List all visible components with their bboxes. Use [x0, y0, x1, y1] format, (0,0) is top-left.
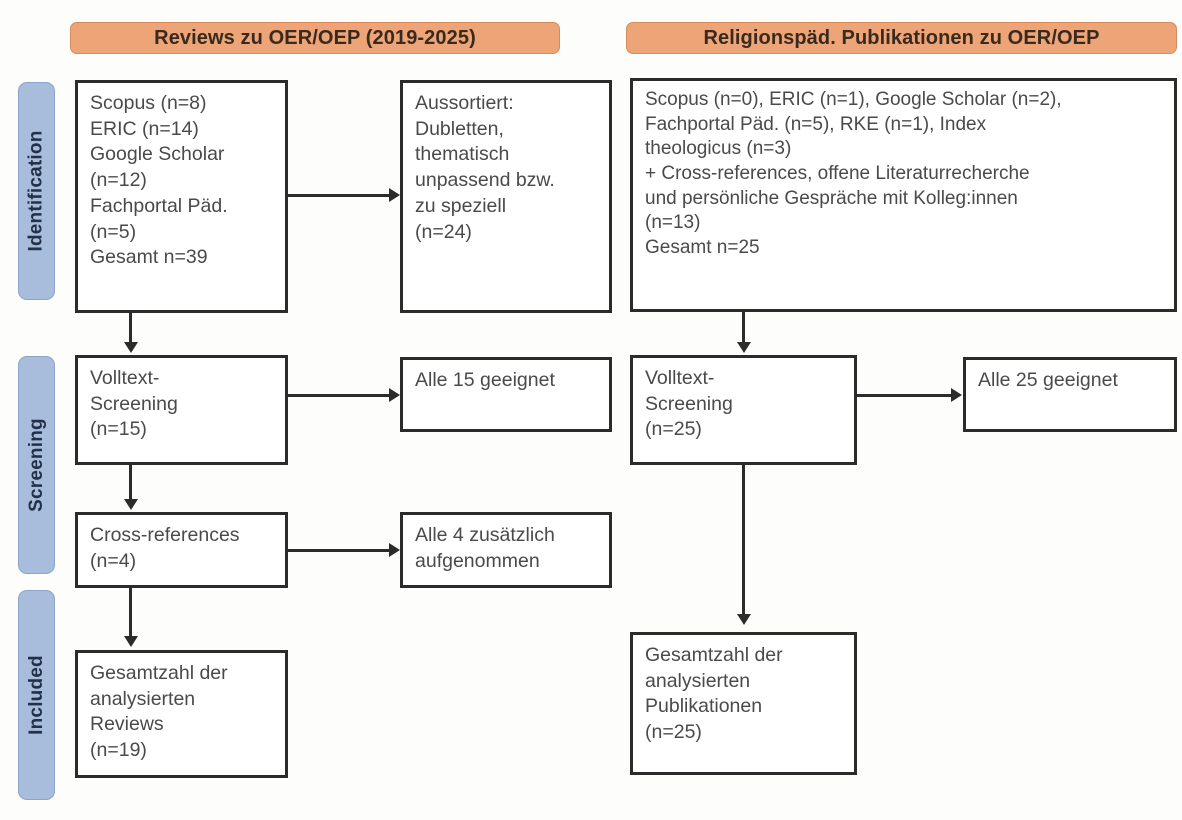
box-left-cross-references: Cross-references (n=4)	[75, 512, 288, 588]
box-left-included: Gesamtzahl der analysierten Reviews (n=1…	[75, 650, 288, 778]
connector-left-sources-to-excluded	[288, 194, 391, 197]
column-header-reviews: Reviews zu OER/OEP (2019-2025)	[70, 22, 560, 54]
arrowhead-left-screening-to-result	[389, 388, 400, 402]
box-right-included: Gesamtzahl der analysierten Publikatione…	[630, 632, 857, 775]
box-right-screening-result: Alle 25 geeignet	[963, 357, 1177, 432]
box-left-screening-result: Alle 15 geeignet	[400, 357, 612, 432]
connector-left-crossrefs-to-result	[288, 549, 391, 552]
arrowhead-left-crossrefs-to-result	[389, 543, 400, 557]
arrowhead-left-sources-to-excluded	[389, 188, 400, 202]
connector-left-sources-to-screening	[129, 313, 132, 343]
box-left-excluded: Aussortiert: Dubletten, thematisch unpas…	[400, 80, 612, 313]
stage-label-identification: Identification	[25, 130, 47, 252]
stage-label-screening: Screening	[25, 418, 47, 512]
connector-left-screening-to-result	[288, 394, 391, 397]
stage-label-included: Included	[25, 655, 47, 735]
arrowhead-left-crossrefs-to-included	[123, 636, 138, 647]
arrowhead-right-sources-to-screening	[736, 342, 751, 353]
stage-pill-identification: Identification	[18, 82, 55, 300]
arrowhead-right-screening-to-result	[951, 388, 962, 402]
box-left-cross-references-result: Alle 4 zusätzlich aufgenommen	[400, 512, 612, 588]
arrowhead-left-screening-to-crossrefs	[123, 499, 138, 510]
connector-left-screening-to-crossrefs	[129, 465, 132, 500]
stage-pill-screening: Screening	[18, 356, 55, 574]
connector-left-crossrefs-to-included	[129, 588, 132, 637]
box-left-identification-sources: Scopus (n=8) ERIC (n=14) Google Scholar …	[75, 80, 288, 313]
connector-right-screening-to-included	[742, 465, 745, 615]
box-left-fulltext-screening: Volltext- Screening (n=15)	[75, 355, 288, 465]
connector-right-screening-to-result	[857, 394, 952, 397]
arrowhead-right-screening-to-included	[736, 614, 751, 625]
connector-right-sources-to-screening	[742, 312, 745, 343]
box-right-fulltext-screening: Volltext- Screening (n=25)	[630, 355, 857, 465]
stage-pill-included: Included	[18, 590, 55, 800]
box-right-identification-sources: Scopus (n=0), ERIC (n=1), Google Scholar…	[630, 78, 1177, 312]
column-header-religionspaed: Religionspäd. Publikationen zu OER/OEP	[626, 22, 1177, 54]
arrowhead-left-sources-to-screening	[123, 342, 138, 353]
